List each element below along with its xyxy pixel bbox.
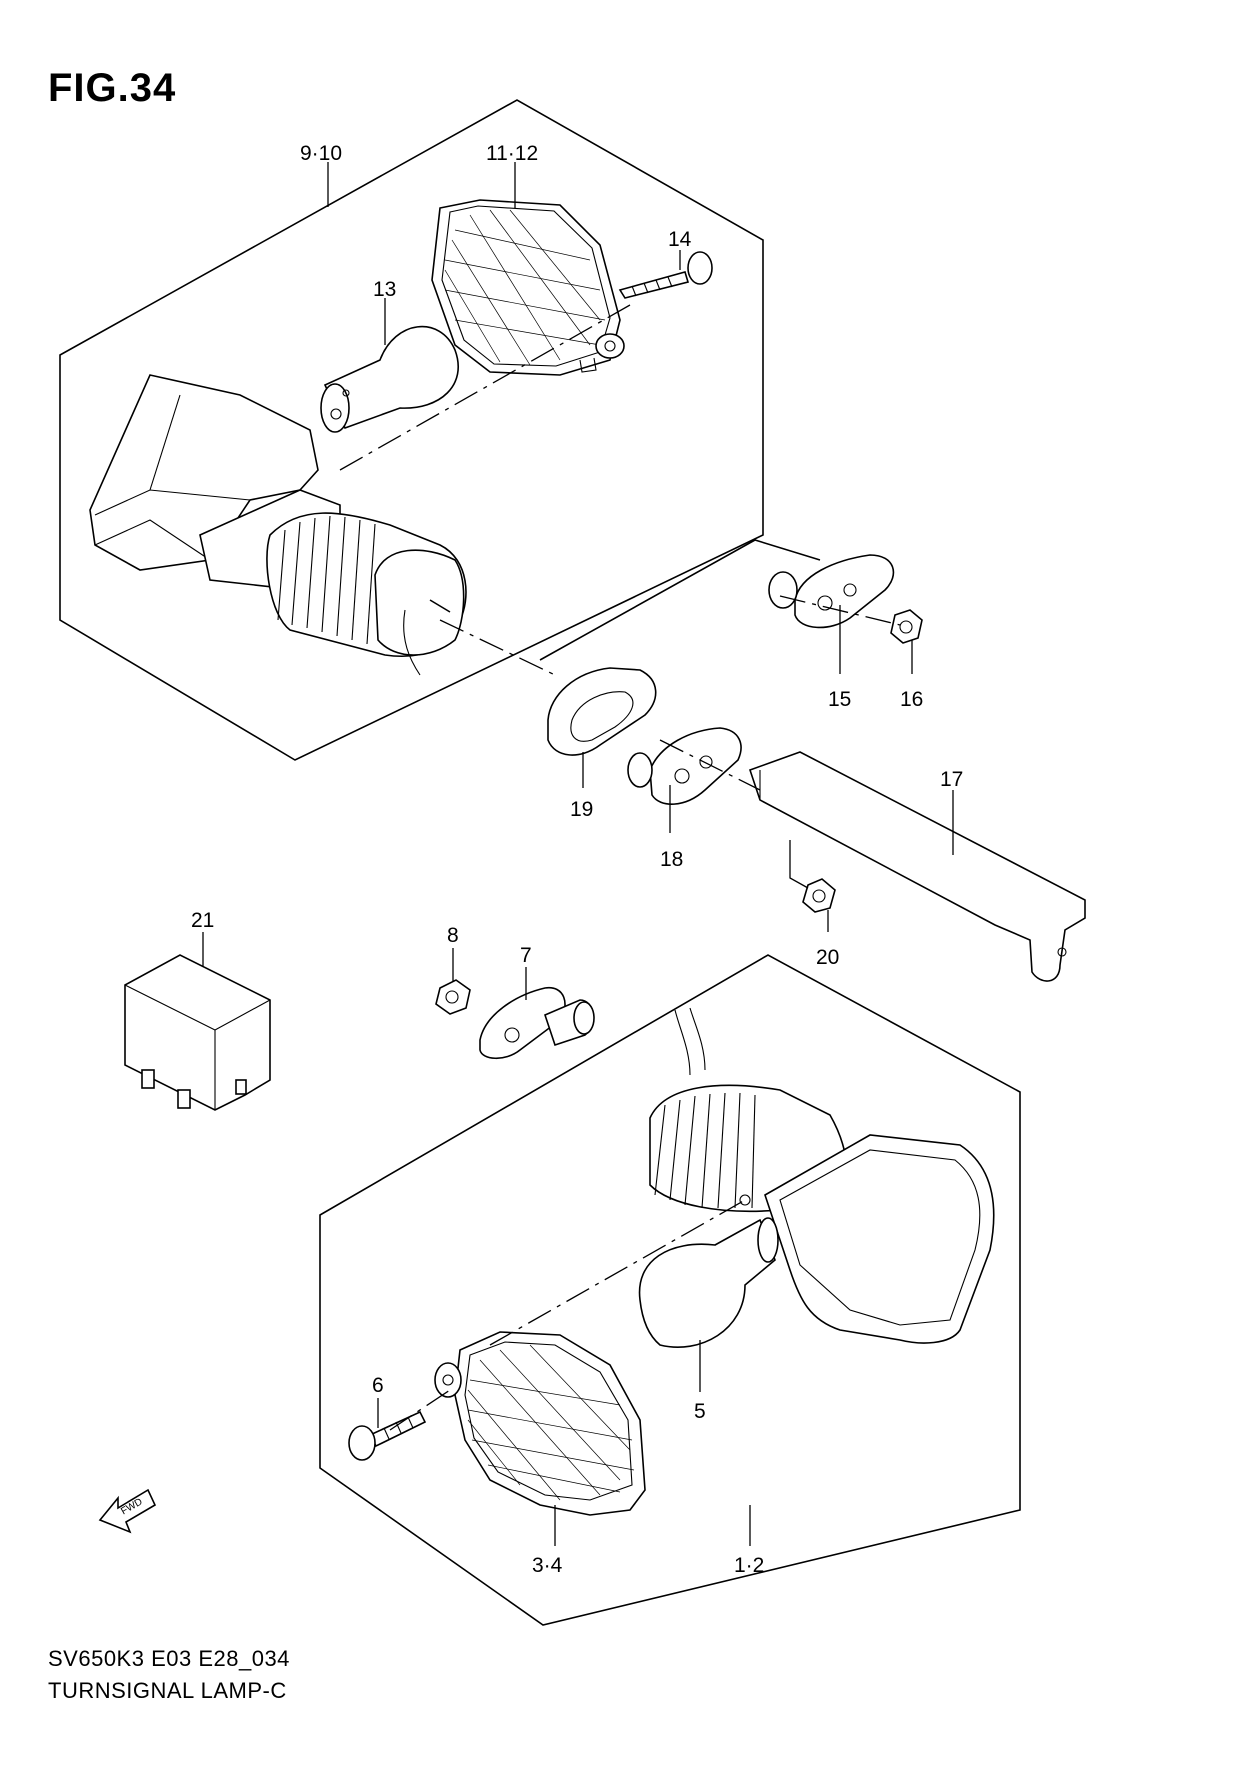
callout-9-10: 9·10 [300, 142, 342, 165]
nut-8 [435, 979, 471, 1015]
fwd-arrow-icon: FWD [98, 1488, 157, 1534]
callout-8: 8 [447, 924, 459, 947]
callout-7: 7 [520, 944, 532, 967]
callout-16: 16 [900, 688, 923, 711]
callout-1-2: 1·2 [734, 1554, 764, 1577]
upper-lens-screw [618, 251, 713, 299]
callout-18: 18 [660, 848, 683, 871]
callout-11-12: 11·12 [486, 142, 538, 165]
callout-19: 19 [570, 798, 593, 821]
mount-plate [627, 727, 742, 805]
upper-lens [431, 199, 625, 376]
callout-labels: 9·10 11·12 13 14 15 16 17 18 19 20 21 8 … [191, 142, 963, 1577]
relay [124, 954, 271, 1111]
middle-mount-frame [539, 539, 821, 661]
callout-17: 17 [940, 768, 963, 791]
bracket-bar [748, 751, 1086, 982]
callout-15: 15 [828, 688, 851, 711]
callout-3-4: 3·4 [532, 1554, 563, 1577]
callout-13: 13 [373, 278, 396, 301]
lower-lens-screw [348, 1410, 427, 1461]
lower-bulb [638, 1217, 779, 1348]
callout-14: 14 [668, 228, 692, 251]
drawing-code: SV650K3 E03 E28_034 [48, 1646, 290, 1671]
plate-upper [768, 554, 895, 629]
leader-lines [202, 162, 954, 1546]
drawing-name: TURNSIGNAL LAMP-C [48, 1678, 287, 1703]
lower-assembly-frame [319, 954, 1021, 1626]
upper-bulb [320, 325, 459, 433]
nut-upper [890, 609, 923, 644]
figure-title: FIG.34 [48, 66, 177, 110]
upper-assembly-frame [59, 99, 764, 761]
callout-20: 20 [816, 946, 839, 969]
callout-5: 5 [694, 1400, 706, 1423]
callout-21: 21 [191, 909, 214, 932]
lower-housing [649, 1007, 995, 1344]
callout-6: 6 [372, 1374, 384, 1397]
lower-lens [434, 1331, 646, 1516]
plate-7 [479, 987, 595, 1060]
nut-lower [802, 878, 836, 913]
grommet [547, 667, 657, 756]
upper-housing [89, 374, 467, 676]
